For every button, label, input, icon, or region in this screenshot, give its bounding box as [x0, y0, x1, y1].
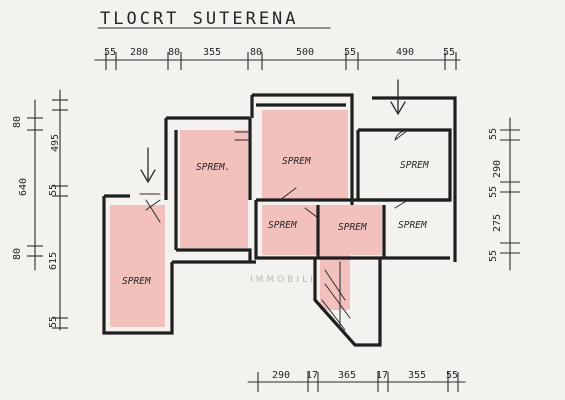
bottom-dim-label: 290: [272, 370, 290, 381]
room-label: SPREM: [268, 220, 297, 231]
bottom-dim-label: 17: [376, 370, 388, 381]
bottom-dimension-line: 290 17 365 17 355 55: [247, 370, 466, 392]
right-dim-label: 290: [492, 160, 503, 178]
room-label: SPREM: [122, 276, 151, 287]
room-label: SPREM.: [196, 162, 230, 173]
top-dim-label: 55: [344, 47, 356, 58]
room-fill-stair: [320, 255, 350, 310]
right-dim-label: 55: [488, 186, 499, 198]
room-fill-north: [262, 110, 348, 200]
stair-lines: [139, 131, 351, 331]
right-dim-label: 55: [488, 128, 499, 140]
top-dim-label: 55: [104, 47, 116, 58]
room-fill-center: [262, 205, 382, 255]
plan-title: TLOCRT SUTERENA: [100, 9, 299, 29]
right-dim-label: 275: [492, 214, 503, 232]
door-swings: [279, 129, 409, 219]
top-dim-label: 280: [130, 47, 148, 58]
left-dim-label: 80: [12, 116, 23, 128]
top-dim-label: 355: [203, 47, 221, 58]
left-dim-label: 55: [48, 316, 59, 328]
top-dim-label: 490: [396, 47, 414, 58]
left-dim-label: 55: [48, 184, 59, 196]
bottom-dim-label: 55: [446, 370, 458, 381]
left-dim-label: 495: [50, 134, 61, 152]
bottom-dim-label: 17: [306, 370, 318, 381]
room-fill-left: [110, 205, 165, 327]
left-dimension-lines: 80 495 640 55 80 615 55: [12, 89, 68, 331]
walls: [102, 93, 457, 347]
top-dimension-line: 55 280 80 355 80 500 55 490 55: [94, 47, 461, 70]
top-dim-label: 55: [443, 47, 455, 58]
right-dimension-line: 55 290 55 275 55: [488, 117, 520, 271]
right-dim-label: 55: [488, 250, 499, 262]
room-label: SPREM: [282, 156, 311, 167]
room-label: SPREM: [400, 160, 429, 171]
bottom-dim-label: 355: [408, 370, 426, 381]
room-fill-west: [180, 130, 248, 248]
entry-arrows: [140, 79, 406, 184]
top-dim-label: 500: [296, 47, 314, 58]
room-fills: [110, 110, 382, 327]
room-label: SPREM: [398, 220, 427, 231]
top-dim-label: 80: [168, 47, 180, 58]
room-label: SPREM: [338, 222, 367, 233]
top-dim-label: 80: [250, 47, 262, 58]
bottom-dim-label: 365: [338, 370, 356, 381]
left-dim-label: 640: [18, 178, 29, 196]
left-dim-label: 80: [12, 248, 23, 260]
left-dim-label: 615: [48, 252, 59, 270]
watermark-text: IMMOBILI: [250, 275, 316, 285]
